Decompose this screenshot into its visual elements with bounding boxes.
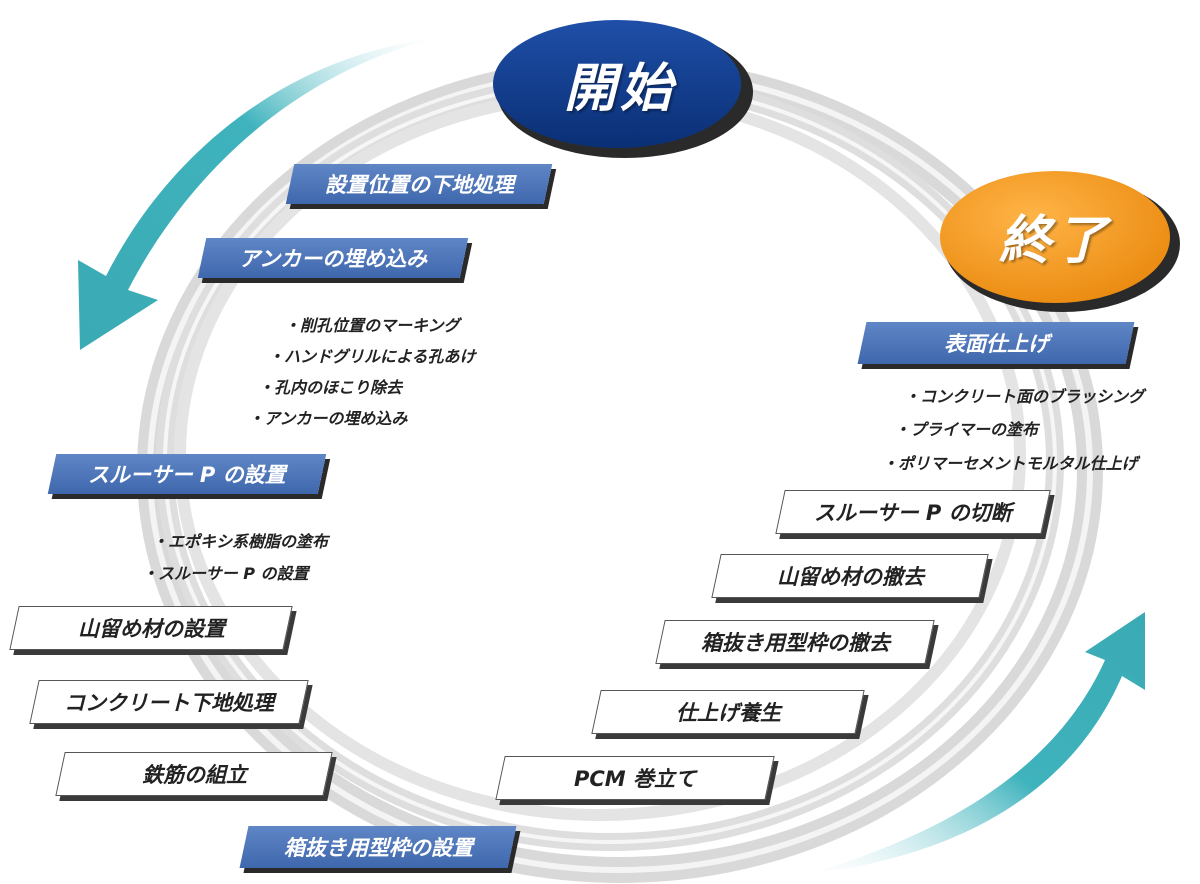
anchor-note-4: ・アンカーの埋め込み [248, 409, 408, 428]
step-retaining-remove: 山留め材の撤去 [711, 554, 989, 598]
step-label: 箱抜き用型枠の撤去 [700, 631, 890, 655]
step-label: スルーサー P の切断 [814, 501, 1012, 525]
step-formwork-remove: 箱抜き用型枠の撤去 [655, 620, 935, 664]
step-label: コンクリート下地処理 [64, 691, 274, 715]
sleeve-note-1: ・エポキシ系樹脂の塗布 [152, 532, 329, 551]
anchor-note-1: ・削孔位置のマーキング [284, 316, 460, 335]
step-concrete-ground: コンクリート下地処理 [29, 680, 309, 724]
step-sleeve-install: スルーサー P の設置 [47, 454, 327, 494]
step-ground-treatment: 設置位置の下地処理 [285, 164, 553, 204]
step-retaining-install: 山留め材の設置 [9, 606, 293, 650]
anchor-note-2: ・ハンドグリルによる孔あけ [268, 347, 476, 366]
start-label: 開始 [563, 58, 676, 119]
step-label: 山留め材の設置 [77, 617, 225, 641]
step-sleeve-cut: スルーサー P の切断 [775, 490, 1051, 534]
step-label: 山留め材の撤去 [776, 565, 924, 589]
step-label: 仕上げ養生 [675, 701, 781, 725]
step-anchor-embed: アンカーの埋め込み [197, 238, 469, 278]
surface-note-3: ・ポリマーセメントモルタル仕上げ [882, 454, 1138, 473]
step-curing: 仕上げ養生 [591, 690, 865, 734]
end-label: 終了 [998, 210, 1111, 271]
step-label: 鉄筋の組立 [141, 763, 247, 787]
step-label: PCM 巻立て [573, 767, 696, 791]
step-pcm: PCM 巻立て [495, 756, 775, 800]
sleeve-note-2: ・スルーサー P の設置 [142, 564, 309, 583]
surface-note-1: ・コンクリート面のブラッシング [904, 387, 1145, 406]
step-label: 表面仕上げ [943, 332, 1049, 356]
left-flow-arrow [78, 38, 438, 350]
anchor-note-3: ・孔内のほこり除去 [258, 378, 403, 397]
surface-note-2: ・プライマーの塗布 [894, 420, 1039, 439]
step-label: アンカーの埋め込み [238, 247, 428, 271]
step-label: 設置位置の下地処理 [324, 173, 514, 197]
step-label: 箱抜き用型枠の設置 [283, 836, 473, 860]
end-ellipse [940, 171, 1170, 303]
step-rebar: 鉄筋の組立 [55, 752, 333, 796]
step-formwork-install: 箱抜き用型枠の設置 [239, 826, 517, 868]
step-label: スルーサー P の設置 [88, 463, 286, 487]
start-ellipse [493, 20, 741, 148]
right-flow-arrow [808, 612, 1145, 874]
step-surface-finish: 表面仕上げ [857, 322, 1135, 364]
